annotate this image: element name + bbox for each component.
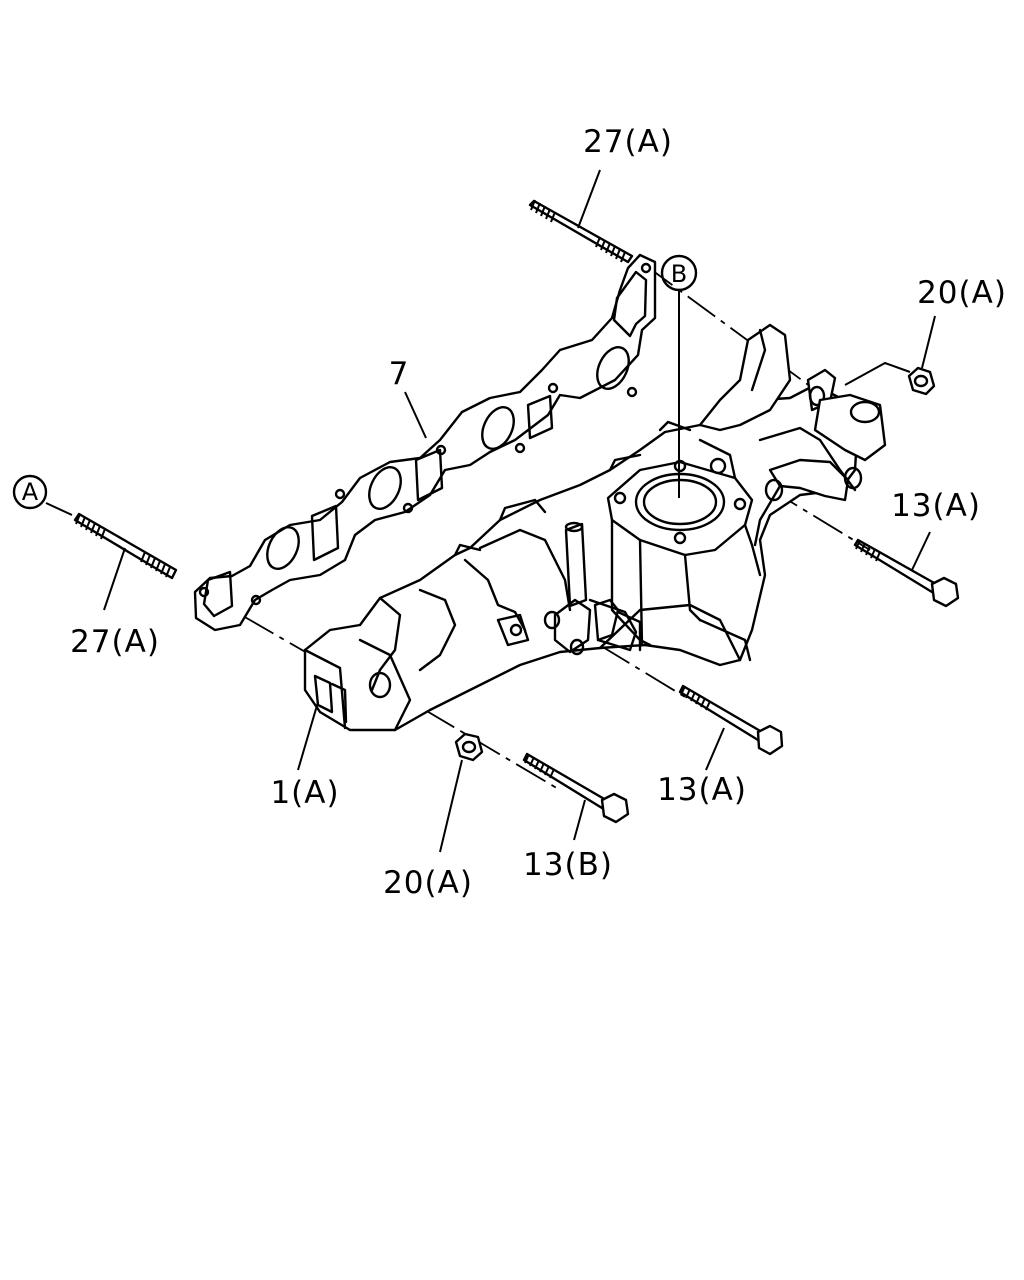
stud-top: [528, 169, 634, 264]
bolt-right-upper: [853, 531, 960, 608]
label-nut-top: 20(A): [917, 275, 1007, 311]
bolt-right-lower: [678, 684, 784, 771]
bolt-right-lower-threads: [680, 685, 711, 711]
callout-circle-a: A: [12, 474, 48, 510]
stud-left-threads: [75, 513, 171, 578]
label-bolt-right-lower: 13(A): [657, 772, 747, 808]
callout-b-text: B: [671, 260, 687, 288]
leader-lines: [297, 290, 680, 771]
label-stud-left: 27(A): [70, 624, 160, 660]
intake-manifold: [303, 323, 887, 732]
gasket: [193, 253, 657, 632]
callout-circle-b: B: [660, 254, 698, 292]
label-manifold: 1(A): [270, 775, 339, 811]
bolt-bottom-threads: [524, 753, 555, 779]
label-gasket: 7: [389, 356, 410, 392]
bolt-bottom: [522, 752, 630, 841]
label-nut-bottom: 20(A): [383, 865, 473, 901]
label-bolt-right-upper: 13(A): [891, 488, 981, 524]
callout-a-text: A: [22, 478, 39, 506]
nut-top: [844, 315, 936, 396]
label-stud-top: 27(A): [583, 124, 673, 160]
stud-left: [45, 502, 178, 611]
stud-top-threads: [530, 199, 626, 263]
nut-bottom: [439, 732, 484, 853]
label-bolt-bottom: 13(B): [523, 847, 613, 883]
bolt-right-upper-threads: [855, 539, 881, 562]
